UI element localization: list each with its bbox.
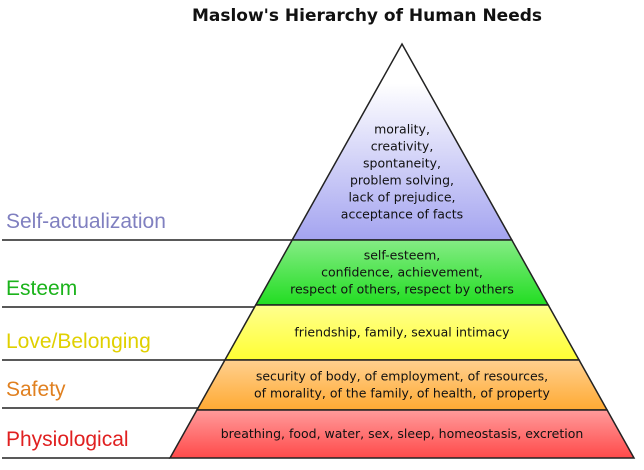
tier-text-line: confidence, achievement,	[321, 265, 483, 280]
tier-text-line: respect of others, respect by others	[290, 282, 514, 297]
level-label-self-actualization: Self-actualization	[6, 210, 166, 233]
tier-text-line: self-esteem,	[364, 248, 441, 263]
tier-text-line: acceptance of facts	[341, 207, 463, 222]
tier-text-line: breathing, food, water, sex, sleep, home…	[221, 426, 584, 441]
tier-text-line: friendship, family, sexual intimacy	[294, 325, 510, 340]
diagram-title: Maslow's Hierarchy of Human Needs	[191, 6, 543, 26]
tier-text-line: lack of prejudice,	[348, 190, 455, 205]
level-label-esteem: Esteem	[6, 277, 77, 300]
tier-text-line: morality,	[374, 122, 430, 137]
level-label-love-belonging: Love/Belonging	[6, 330, 151, 353]
tier-text-line: problem solving,	[350, 173, 454, 188]
tier-text-line: of morality, of the family, of health, o…	[254, 386, 551, 401]
level-label-physiological: Physiological	[6, 428, 129, 451]
tier-physiological	[168, 409, 636, 459]
tier-text-line: spontaneity,	[363, 156, 441, 171]
tier-text-line: creativity,	[371, 139, 434, 154]
tier-text-line: security of body, of employment, of reso…	[256, 369, 548, 384]
level-label-safety: Safety	[6, 378, 66, 401]
